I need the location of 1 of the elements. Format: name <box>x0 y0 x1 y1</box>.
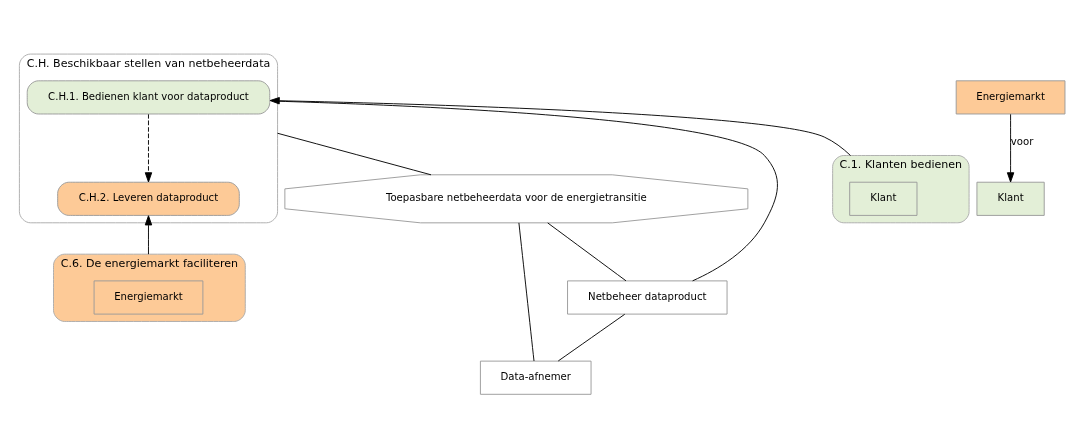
edge-label: voor <box>1010 136 1034 148</box>
